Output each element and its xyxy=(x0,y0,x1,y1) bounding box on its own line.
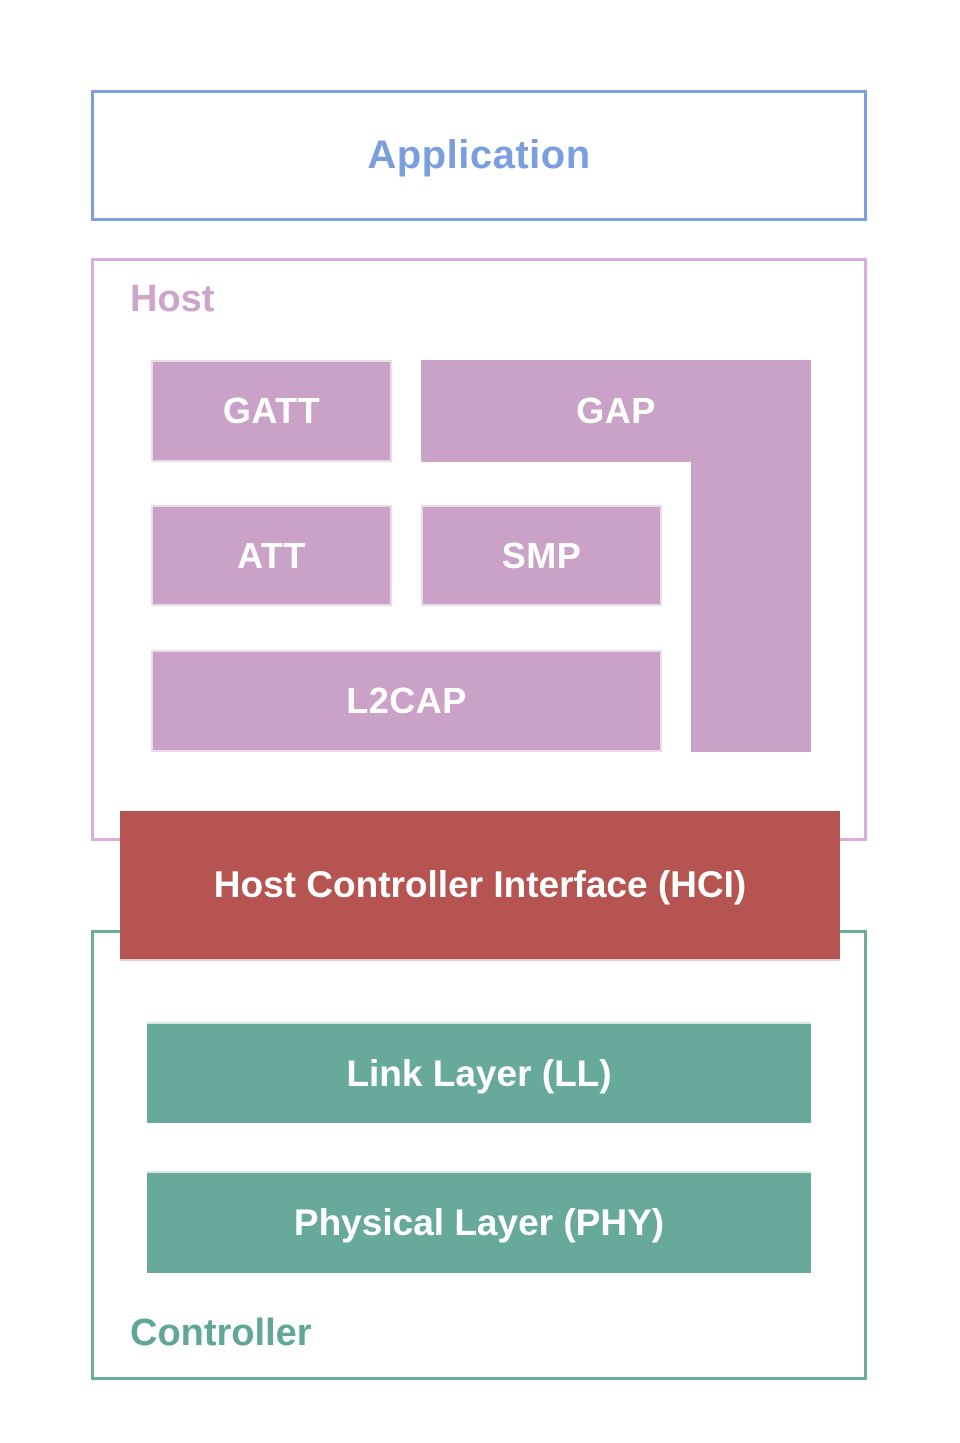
link-layer-label: Link Layer (LL) xyxy=(346,1052,612,1094)
att-block: ATT xyxy=(151,505,392,606)
controller-box: Link Layer (LL) Physical Layer (PHY) Con… xyxy=(91,930,867,1380)
host-label: Host xyxy=(130,278,215,320)
physical-layer-label: Physical Layer (PHY) xyxy=(293,1202,665,1243)
l2cap-block: L2CAP xyxy=(151,650,662,752)
att-label: ATT xyxy=(237,534,306,576)
hci-bar: Host Controller Interface (HCI) xyxy=(120,811,840,961)
gatt-block: GATT xyxy=(151,360,392,462)
link-layer-bar: Link Layer (LL) xyxy=(147,1022,811,1123)
controller-label: Controller xyxy=(130,1312,312,1354)
l2cap-label: L2CAP xyxy=(346,680,467,721)
smp-label: SMP xyxy=(501,534,582,576)
smp-block: SMP xyxy=(421,505,662,606)
gatt-label: GATT xyxy=(222,390,321,431)
physical-layer-bar: Physical Layer (PHY) xyxy=(147,1171,811,1273)
hci-label: Host Controller Interface (HCI) xyxy=(213,864,747,905)
application-label: Application xyxy=(367,133,591,177)
gap-label: GAP xyxy=(576,390,656,431)
application-box: Application xyxy=(91,90,867,221)
host-box: Host GATT GAP ATT SMP L2CAP xyxy=(91,258,867,841)
